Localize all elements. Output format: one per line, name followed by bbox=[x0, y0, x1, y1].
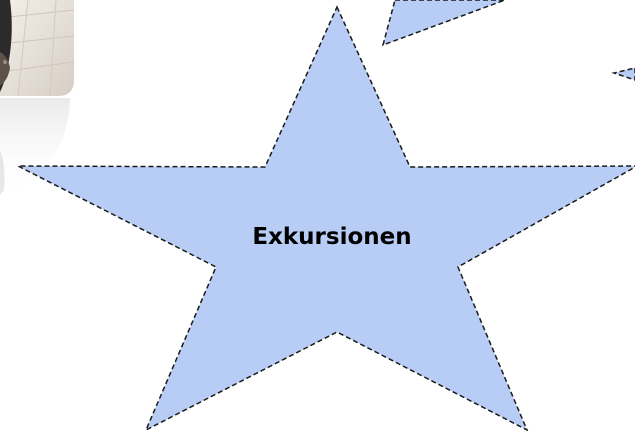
partial-star-right bbox=[614, 68, 635, 80]
partial-star-top bbox=[383, 0, 505, 45]
star-label: Exkursionen bbox=[252, 224, 411, 250]
star-shape[interactable] bbox=[18, 7, 635, 430]
